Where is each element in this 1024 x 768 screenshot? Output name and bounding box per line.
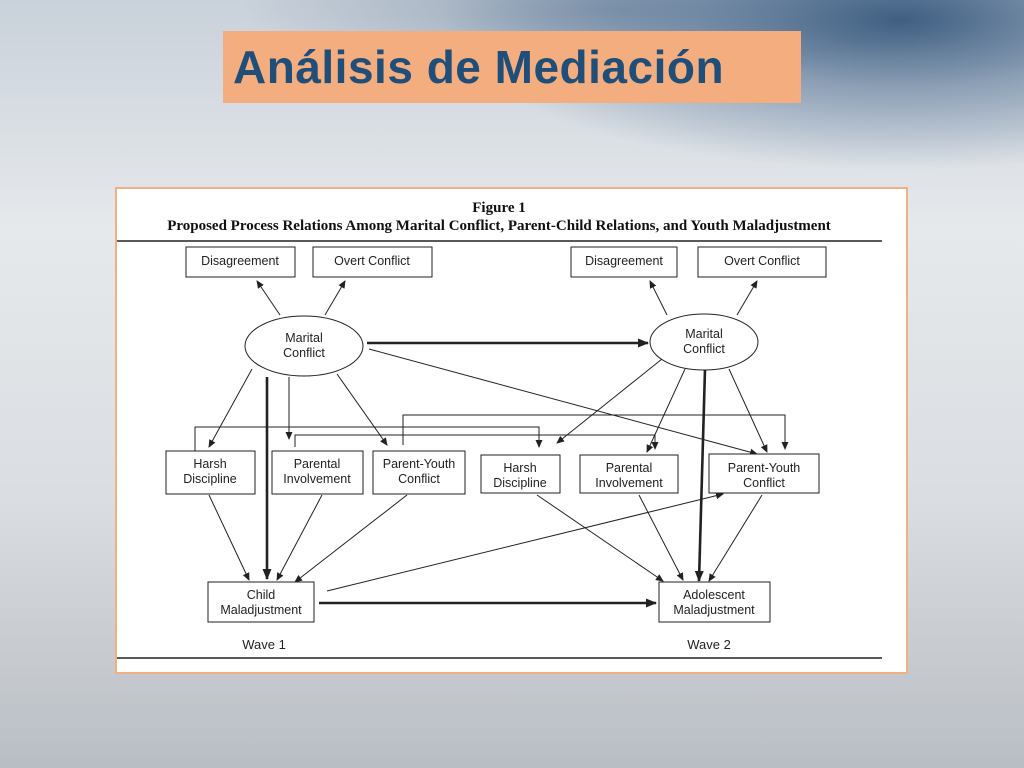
w1-marital-label-1: Marital: [285, 331, 323, 345]
w2-harsh-discipline-box: [480, 454, 561, 494]
w1-disagreement-box: [185, 246, 296, 278]
child-label-2: Maladjustment: [220, 603, 302, 617]
path-diagram: Figure 1 Proposed Process Relations Amon…: [117, 200, 882, 659]
figure-caption: Proposed Process Relations Among Marital…: [167, 218, 831, 234]
w2-marital-label-1: Marital: [685, 327, 723, 341]
w1-harsh-discipline-box: [165, 450, 256, 495]
adolescent-label-2: Maladjustment: [673, 603, 755, 617]
w2-pyc-label-1: Parent-Youth: [728, 461, 801, 475]
w2-overt-conflict-box: [697, 246, 827, 278]
child-maladjustment-box: [207, 581, 315, 623]
adolescent-label-1: Adolescent: [683, 588, 745, 602]
w2-disagreement-label: Disagreement: [585, 254, 663, 268]
adolescent-maladjustment-box: [658, 581, 771, 623]
wave-1-label: Wave 1: [242, 637, 286, 652]
w1-marital-label-2: Conflict: [283, 346, 325, 360]
w2-marital-label-2: Conflict: [683, 342, 725, 356]
bold-paths: [262, 338, 707, 608]
w1-harsh-label-2: Discipline: [183, 472, 237, 486]
w1-harsh-label-1: Harsh: [193, 457, 226, 471]
w1-pyc-label-1: Parent-Youth: [383, 457, 456, 471]
wave-2-label: Wave 2: [687, 637, 731, 652]
w2-parental-involvement-box: [579, 454, 679, 494]
w1-overt-conflict-box: [312, 246, 433, 278]
w2-disagreement-box: [570, 246, 678, 278]
figure-label: Figure 1: [472, 200, 525, 216]
figure-panel: Figure 1 Proposed Process Relations Amon…: [115, 187, 908, 674]
slide-title: Análisis de Mediación: [233, 41, 725, 93]
w2-overt-conflict-label: Overt Conflict: [724, 254, 800, 268]
w2-involvement-label-1: Parental: [606, 461, 653, 475]
w2-involvement-label-2: Involvement: [595, 476, 663, 490]
w1-disagreement-label: Disagreement: [201, 254, 279, 268]
w1-marital-conflict-ellipse: [244, 315, 364, 377]
w1-involvement-label-2: Involvement: [283, 472, 351, 486]
w2-harsh-label-2: Discipline: [493, 476, 547, 490]
w2-pyc-label-2: Conflict: [743, 476, 785, 490]
w2-parent-youth-conflict-box: [708, 453, 820, 494]
title-banner: Análisis de Mediación: [223, 31, 801, 103]
w1-parental-involvement-box: [271, 450, 364, 495]
w1-overt-conflict-label: Overt Conflict: [334, 254, 410, 268]
w1-pyc-label-2: Conflict: [398, 472, 440, 486]
child-label-1: Child: [247, 588, 276, 602]
w2-harsh-label-1: Harsh: [503, 461, 536, 475]
w1-parent-youth-conflict-box: [372, 450, 466, 495]
thin-paths: [194, 280, 789, 592]
w1-involvement-label-1: Parental: [294, 457, 341, 471]
w2-marital-conflict-ellipse: [649, 313, 759, 371]
